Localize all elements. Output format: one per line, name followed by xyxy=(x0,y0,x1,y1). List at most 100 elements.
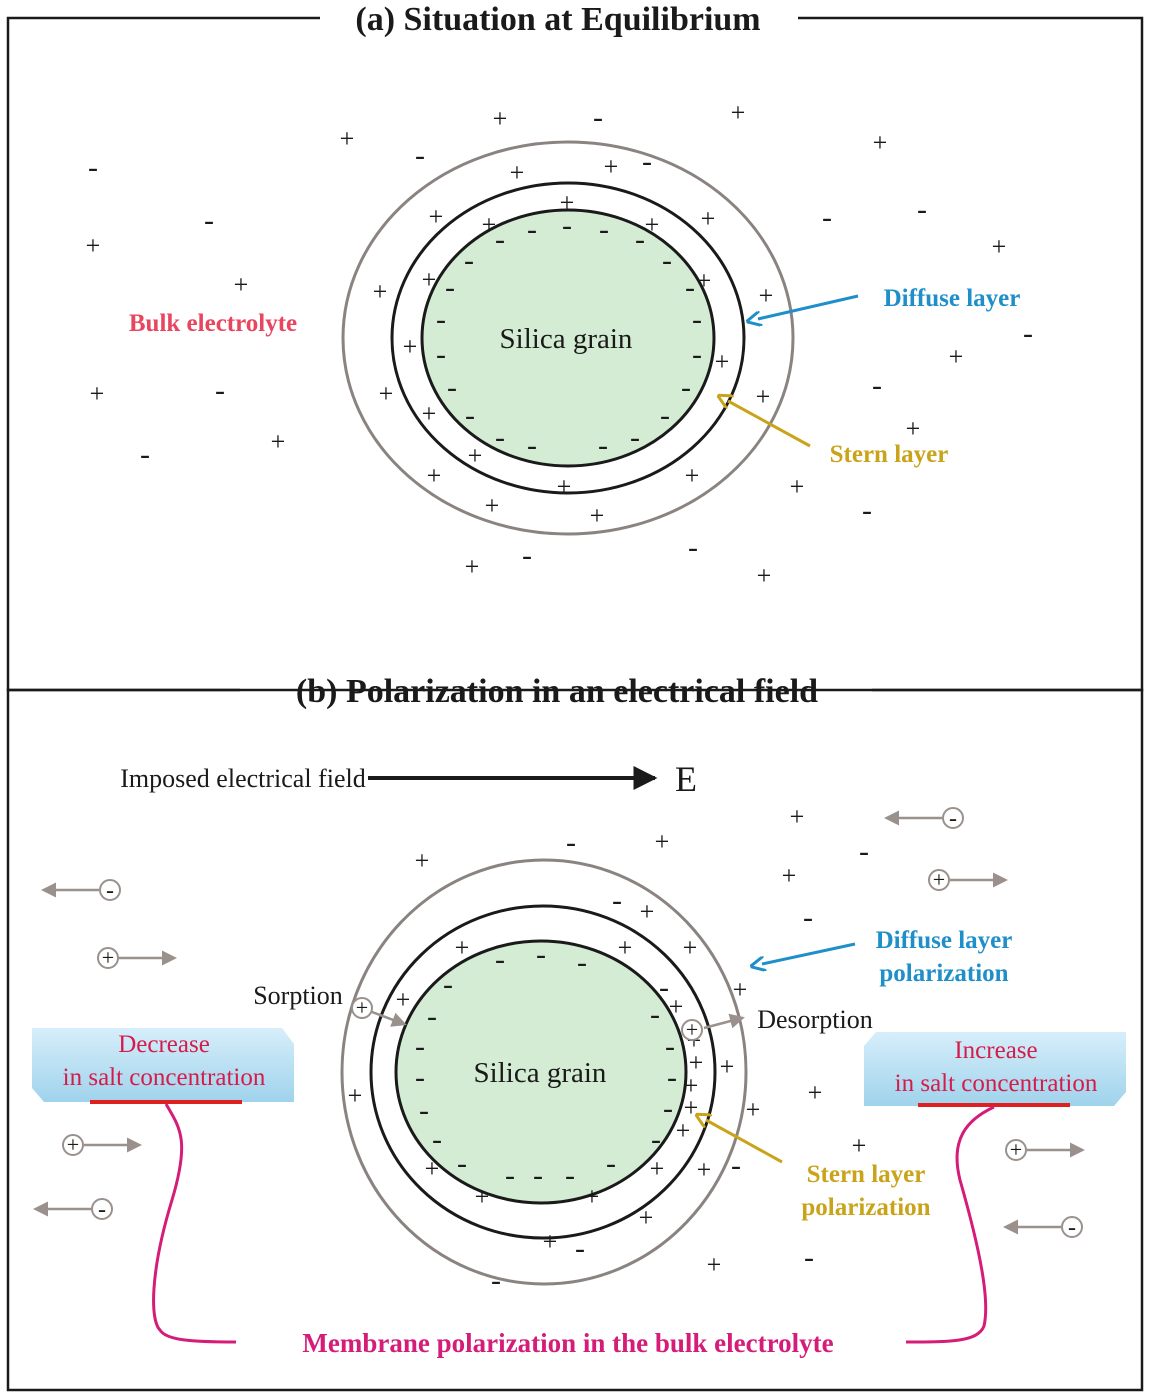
plus-ion: + xyxy=(475,1182,490,1211)
stern-layer-arrow xyxy=(728,401,811,448)
plus-ion: + xyxy=(852,1131,867,1160)
panel-b: (b) Polarization in an electrical field … xyxy=(6,673,1144,1392)
outer-diffuse-boundary-ring-b xyxy=(340,858,748,1286)
minus-ion: - xyxy=(606,1147,616,1180)
migrating-ions: -++--++-++ xyxy=(33,806,1085,1241)
minus-ion: - xyxy=(505,1159,515,1192)
svg-text:+: + xyxy=(686,1017,698,1042)
imposed-field-label: Imposed electrical field xyxy=(120,764,365,793)
migrating-anion: - xyxy=(33,1197,113,1223)
svg-text:-: - xyxy=(106,878,114,904)
plus-ion: + xyxy=(90,379,105,408)
plus-ion: + xyxy=(422,399,437,428)
plus-ion: + xyxy=(685,461,700,490)
minus-ion: - xyxy=(731,1149,741,1182)
decrease-label-1: Decrease xyxy=(118,1031,210,1058)
minus-ion: - xyxy=(566,826,576,859)
minus-ion: - xyxy=(491,1264,501,1297)
plus-ion: + xyxy=(790,472,805,501)
decrease-concentration-box xyxy=(32,1028,294,1102)
minus-ion: - xyxy=(443,968,453,1001)
plus-ion: + xyxy=(684,1093,699,1122)
minus-ion: - xyxy=(803,901,813,934)
plus-ion: + xyxy=(650,1154,665,1183)
plus-ion: + xyxy=(808,1078,823,1107)
plus-ion: + xyxy=(590,501,605,530)
minus-ion: - xyxy=(598,429,608,462)
sorption-arrow xyxy=(371,1010,407,1027)
increase-label-1: Increase xyxy=(954,1037,1037,1064)
membrane-connector-right xyxy=(905,1105,995,1344)
silica-grain-b xyxy=(394,939,688,1205)
minus-ion: - xyxy=(651,1123,661,1156)
minus-ion: - xyxy=(495,943,505,976)
minus-ion: - xyxy=(495,421,505,454)
migrating-cation: + xyxy=(97,945,177,970)
migrating-anion: - xyxy=(1003,1215,1083,1241)
plus-ion: + xyxy=(543,1227,558,1256)
plus-ion: + xyxy=(733,975,748,1004)
outer-diffuse-boundary-ring xyxy=(341,140,795,536)
stern-polarization-arrow xyxy=(706,1120,783,1164)
ions-panel-b: +++++++++++++++++++++++++++++-----------… xyxy=(348,802,869,1297)
plus-ion: + xyxy=(468,441,483,470)
increase-concentration-box xyxy=(864,1032,1126,1106)
migrating-anion: - xyxy=(884,806,964,832)
diffuse-polarization-arrow xyxy=(762,942,856,964)
plus-ion: + xyxy=(756,382,771,411)
svg-text:-: - xyxy=(1068,1215,1076,1241)
minus-ion: - xyxy=(436,303,446,336)
plus-ion: + xyxy=(639,1203,654,1232)
minus-ion: - xyxy=(663,1092,673,1125)
stern-polarization-label-2: polarization xyxy=(801,1194,930,1221)
increase-label-2: in salt concentration xyxy=(895,1070,1098,1097)
sorption-label: Sorption xyxy=(253,981,343,1010)
stern-layer-label: Stern layer xyxy=(830,441,949,468)
membrane-connector-left xyxy=(152,1103,237,1344)
minus-ion: - xyxy=(432,1123,442,1156)
plus-ion: + xyxy=(906,414,921,443)
diffuse-polarization-label-1: Diffuse layer xyxy=(876,927,1013,954)
diffuse-layer-arrow xyxy=(758,294,859,319)
minus-ion: - xyxy=(415,1030,425,1063)
plus-ion: + xyxy=(697,266,712,295)
minus-ion: - xyxy=(650,998,660,1031)
plus-ion: + xyxy=(790,802,805,831)
silica-grain xyxy=(420,208,716,468)
plus-ion: + xyxy=(560,188,575,217)
plus-ion: + xyxy=(655,827,670,856)
minus-ion: - xyxy=(659,971,669,1004)
plus-ion: + xyxy=(340,124,355,153)
plus-ion: + xyxy=(992,232,1007,261)
minus-ion: - xyxy=(215,374,225,407)
minus-ion: - xyxy=(562,209,572,242)
minus-ion: - xyxy=(415,139,425,172)
plus-ion: + xyxy=(482,210,497,239)
plus-ion: + xyxy=(640,897,655,926)
minus-ion: - xyxy=(522,539,532,572)
plus-ion: + xyxy=(493,104,508,133)
plus-ion: + xyxy=(715,347,730,376)
plus-ion: + xyxy=(873,128,888,157)
plus-ion: + xyxy=(465,552,480,581)
plus-ion: + xyxy=(949,342,964,371)
panel-b-frame xyxy=(6,688,1144,1392)
plus-ion: + xyxy=(689,1048,704,1077)
minus-ion: - xyxy=(822,201,832,234)
minus-ion: - xyxy=(445,271,455,304)
panel-a: (a) Situation at Equilibrium Silica grai… xyxy=(6,1,1144,692)
desorption-arrow xyxy=(703,1013,745,1030)
minus-ion: - xyxy=(862,494,872,527)
grain-label-b: Silica grain xyxy=(474,1057,607,1089)
bulk-electrolyte-label: Bulk electrolyte xyxy=(129,310,297,337)
diffuse-layer-label: Diffuse layer xyxy=(884,285,1021,312)
minus-ion: - xyxy=(599,213,609,246)
plus-ion: + xyxy=(759,281,774,310)
diffuse-polarization-label-2: polarization xyxy=(879,960,1008,987)
minus-ion: - xyxy=(575,1232,585,1265)
desorption-label: Desorption xyxy=(757,1005,873,1034)
plus-ion: + xyxy=(455,933,470,962)
stern-outer-ring xyxy=(390,181,746,495)
svg-text:+: + xyxy=(933,867,945,892)
